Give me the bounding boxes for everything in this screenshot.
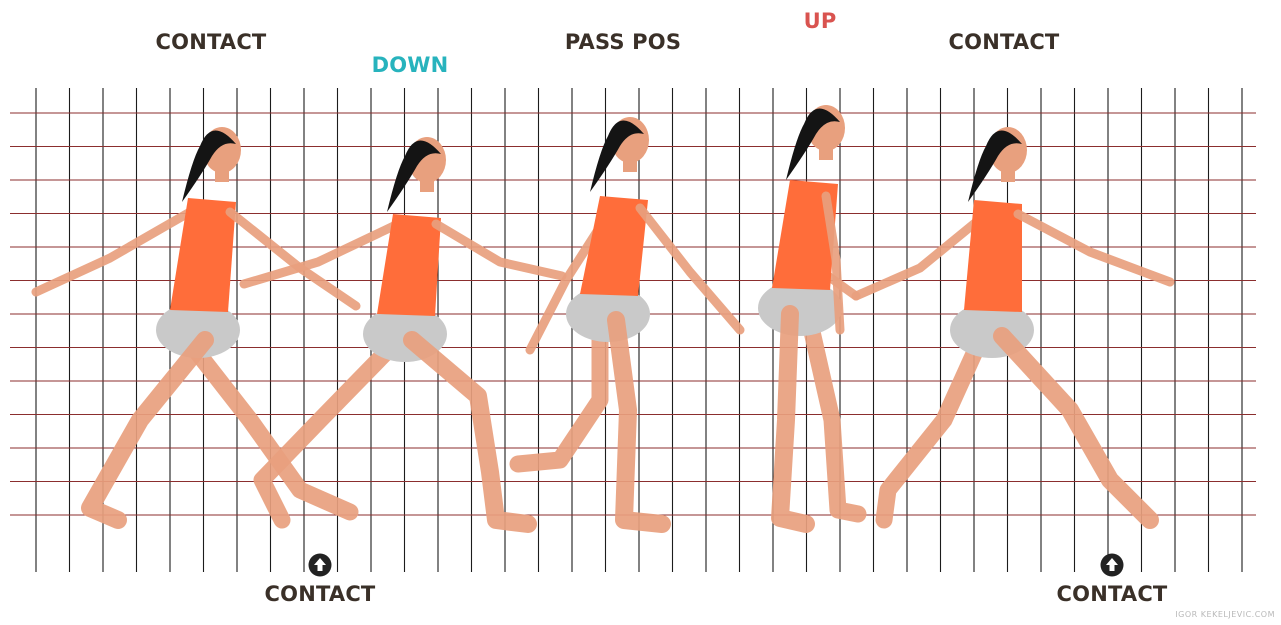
contact-markers	[309, 554, 1124, 577]
back-leg	[884, 336, 982, 520]
walker-figure-contact	[36, 127, 356, 520]
front-leg	[412, 340, 528, 524]
back-arm	[244, 224, 398, 284]
arrow-up-circle-icon	[309, 554, 332, 577]
label-contact-bottom-2: CONTACT	[1057, 582, 1168, 606]
walker-figures	[36, 105, 1170, 524]
front-leg	[1002, 336, 1150, 520]
tank-top	[964, 200, 1022, 312]
credit-watermark: IGOR KEKELJEVIC.COM	[1175, 610, 1275, 619]
label-contact-bottom-1: CONTACT	[265, 582, 376, 606]
label-contact-top-1: CONTACT	[156, 30, 267, 54]
label-contact-top-2: CONTACT	[949, 30, 1060, 54]
label-up: UP	[804, 9, 837, 33]
label-down: DOWN	[372, 53, 449, 77]
front-leg	[780, 314, 806, 524]
back-leg	[262, 340, 398, 520]
front-arm	[436, 224, 562, 276]
front-leg	[90, 340, 205, 520]
arrow-up-circle-icon	[1101, 554, 1124, 577]
label-pass-pos: PASS POS	[565, 30, 681, 54]
front-arm	[640, 208, 740, 330]
walker-figure-contact	[856, 127, 1170, 520]
walker-figure-pass-pos	[518, 117, 740, 524]
